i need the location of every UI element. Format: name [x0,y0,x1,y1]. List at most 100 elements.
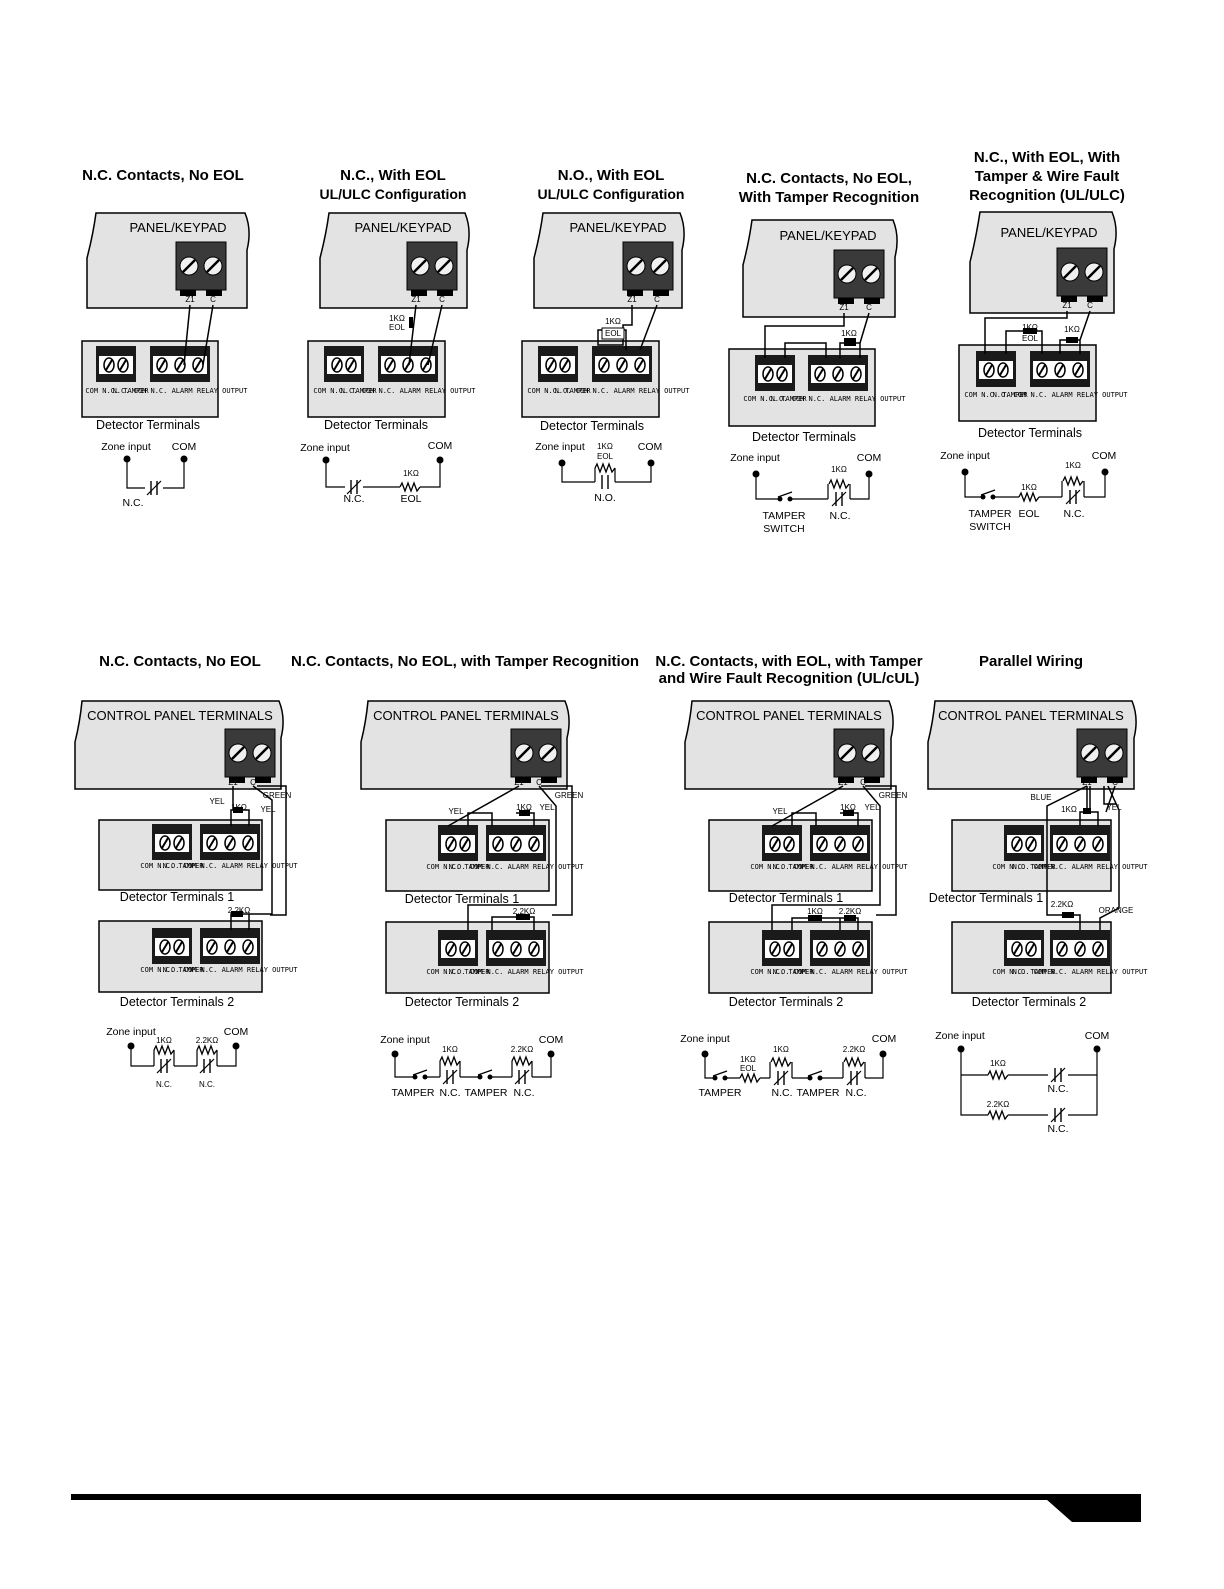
diagram-title: N.C., With EOL, With [974,149,1120,166]
c-label: C [654,295,660,304]
c-label: C [536,778,542,787]
tamper-label: TAMPER [797,1087,840,1099]
diagram-subtitle: UL/ULC Configuration [320,186,467,202]
com-label: COM [1092,450,1117,462]
relay-terminal-label: N.C. COM N.C. ALARM RELAY OUTPUT [113,387,249,395]
diagram-title: N.C. Contacts, No EOL, with Tamper Recog… [291,653,639,670]
relay-terminal-label: N.O. COM N.C. ALARM RELAY OUTPUT [163,966,299,974]
resistor [828,479,850,489]
nc-label: N.C. [123,497,144,509]
tamper-terminal-block [437,929,479,967]
com-label: COM [638,441,663,453]
panel-terminal-block [509,727,563,785]
nc-label: N.C. [772,1087,793,1099]
tamper-terminal-label: COM N.C. TAMPER [992,863,1056,871]
panel-terminal-block [223,727,277,785]
panel-terminal-block [832,248,886,306]
diagram-title: N.C. Contacts, No EOL [82,167,244,184]
tamper-terminal-block [323,345,365,383]
nc-label: N.C. [344,493,365,505]
panel-label: PANEL/KEYPAD [129,220,226,235]
top-diagram-3: N.O., With EOL UL/ULC Configuration PANE… [521,167,690,504]
diagram-subtitle: UL/ULC Configuration [538,186,685,202]
z1-label: Z1 [1062,301,1072,310]
panel-label: PANEL/KEYPAD [779,228,876,243]
nc-label: N.C. [1064,508,1085,520]
tamper-terminal-label: COM N.C. TAMPER [85,387,149,395]
bottom-diagram-2: N.C. Contacts, No EOL, with Tamper Recog… [291,653,639,1099]
top-diagram-5: N.C., With EOL, With Tamper & Wire Fault… [940,149,1128,533]
tamper-terminal-label: COM N.C. TAMPER [527,387,591,395]
resistor-label: 1KΩ [231,803,247,812]
resistor [439,1056,461,1066]
tamper-terminal-block [151,823,193,861]
tamper-terminal-block [1003,824,1045,862]
tamper-terminal-label: COM N.C. TAMPER [992,968,1056,976]
panel-label: CONTROL PANEL TERMINALS [87,708,273,723]
resistor-label: 1KΩ [1064,325,1080,334]
relay-terminal-block [1049,929,1111,967]
panel-terminal-block [174,240,228,298]
nc-label: N.C. [1048,1083,1069,1095]
zone-input-label: Zone input [106,1026,156,1038]
detector-label: Detector Terminals 1 [929,891,1043,905]
resistor-label: 1KΩ [840,803,856,812]
c-label: C [250,778,256,787]
resistor [987,1070,1009,1080]
nc-label: N.C. [199,1080,215,1089]
wire-color-blue: BLUE [1031,793,1052,802]
wire-color-green: GREEN [263,791,292,800]
tamper-terminal-label: COM N.C. TAMPER [426,968,490,976]
zone-input-label: Zone input [940,450,990,462]
relay-terminal-block [485,824,547,862]
top-diagram-1: N.C. Contacts, No EOL PANEL/KEYPAD Z1 C … [81,167,250,509]
eol-label: EOL [605,329,622,338]
detector-label: Detector Terminals 2 [729,995,843,1009]
eol-resistor [594,463,616,473]
zone-input-label: Zone input [935,1030,985,1042]
detector-label: Detector Terminals 2 [972,995,1086,1009]
resistor-label: 1KΩ [516,803,532,812]
footer-bar [71,1494,1141,1522]
no-contact-symbol [601,474,609,490]
detector-label: Detector Terminals [540,419,644,433]
tamper-label: TAMPER [465,1087,508,1099]
panel-terminal-block [621,240,675,298]
tamper-terminal-label: COM N.C. TAMPER [964,391,1028,399]
nc-contact-symbol [1050,1107,1066,1123]
nc-contact-symbol [442,1069,458,1085]
nc-contact-symbol [1050,1067,1066,1083]
nc-contact-symbol [199,1058,215,1074]
z1-label: Z1 [1082,778,1092,787]
nc-contact-symbol [146,480,162,496]
tamper-terminal-block [761,824,803,862]
nc-contact-symbol [156,1058,172,1074]
relay-terminal-block [149,345,211,383]
resistor [153,1045,175,1055]
tamper-label: TAMPER [699,1087,742,1099]
eol-label: EOL [740,1064,757,1073]
detector-label: Detector Terminals 1 [405,892,519,906]
com-label: COM [872,1033,897,1045]
com-label: COM [224,1026,249,1038]
panel-label: PANEL/KEYPAD [1000,225,1097,240]
panel-terminal-block [405,240,459,298]
resistor-label: 1KΩ [1021,483,1037,492]
resistor-label: 2.2KΩ [843,1045,865,1054]
diagram-subtitle: and Wire Fault Recognition (UL/cUL) [659,670,920,687]
resistor [196,1045,218,1055]
detector-label: Detector Terminals [324,418,428,432]
switch-label: SWITCH [763,523,804,535]
zone-input-label: Zone input [101,441,151,453]
resistor-label: 1KΩ [1022,323,1038,332]
resistor-label: 1KΩ [841,329,857,338]
wire-color-orange: ORANGE [1099,906,1134,915]
nc-contact-symbol [346,479,362,495]
com-label: COM [172,441,197,453]
relay-terminal-label: N.O. COM N.C. ALARM RELAY OUTPUT [773,863,909,871]
resistor [987,1110,1009,1120]
resistor-label: 1KΩ [740,1055,756,1064]
relay-terminal-label: N.O. COM N.C. ALARM RELAY OUTPUT [993,391,1129,399]
diagram-subtitle-2: Recognition (UL/ULC) [969,187,1125,204]
